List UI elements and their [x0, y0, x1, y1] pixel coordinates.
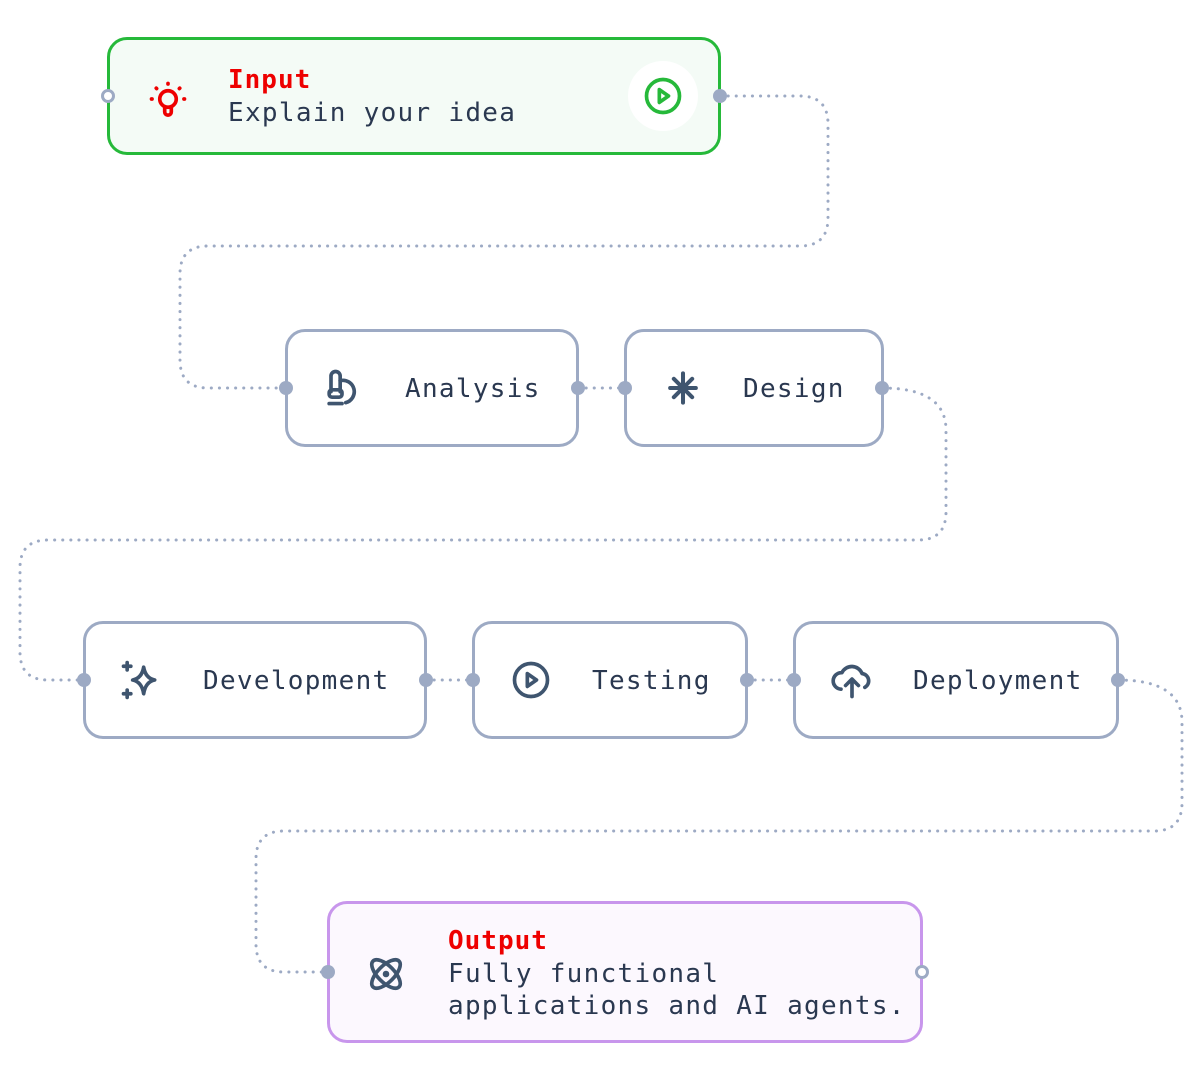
microscope-icon: [327, 369, 357, 406]
step-label: Testing: [592, 666, 711, 696]
output-node[interactable]: Output Fully functional applications and…: [327, 901, 923, 1043]
analysis-port-out[interactable]: [571, 381, 585, 395]
development-port-out[interactable]: [419, 673, 433, 687]
design-port-in[interactable]: [618, 381, 632, 395]
design-port-out[interactable]: [875, 381, 889, 395]
input-description: Explain your idea: [228, 98, 517, 128]
step-label: Design: [743, 374, 845, 404]
run-button[interactable]: [628, 61, 698, 131]
analysis-port-in[interactable]: [279, 381, 293, 395]
play-circle-icon: [512, 661, 550, 699]
input-node[interactable]: Input Explain your idea: [107, 37, 721, 155]
deployment-port-in[interactable]: [787, 673, 801, 687]
testing-port-in[interactable]: [466, 673, 480, 687]
cloud-upload-icon: [831, 664, 871, 699]
input-port-in[interactable]: [101, 89, 115, 103]
development-port-in[interactable]: [77, 673, 91, 687]
asterisk-icon: [668, 371, 698, 405]
step-label: Analysis: [405, 374, 541, 404]
step-deployment[interactable]: Deployment: [793, 621, 1119, 739]
sparkles-icon: [121, 660, 157, 700]
atom-icon: [369, 957, 403, 991]
step-testing[interactable]: Testing: [472, 621, 748, 739]
input-port-out[interactable]: [713, 89, 727, 103]
step-development[interactable]: Development: [83, 621, 427, 739]
output-title: Output: [448, 926, 548, 956]
deployment-port-out[interactable]: [1111, 673, 1125, 687]
step-analysis[interactable]: Analysis: [285, 329, 579, 447]
step-label: Development: [203, 666, 390, 696]
testing-port-out[interactable]: [740, 673, 754, 687]
output-port-in[interactable]: [321, 965, 335, 979]
step-label: Deployment: [913, 666, 1083, 696]
lightbulb-icon: [149, 81, 187, 117]
input-title: Input: [228, 65, 312, 95]
step-design[interactable]: Design: [624, 329, 884, 447]
play-circle-icon: [644, 77, 682, 115]
output-port-out[interactable]: [915, 965, 929, 979]
output-description: Fully functional applications and AI age…: [448, 959, 906, 1021]
